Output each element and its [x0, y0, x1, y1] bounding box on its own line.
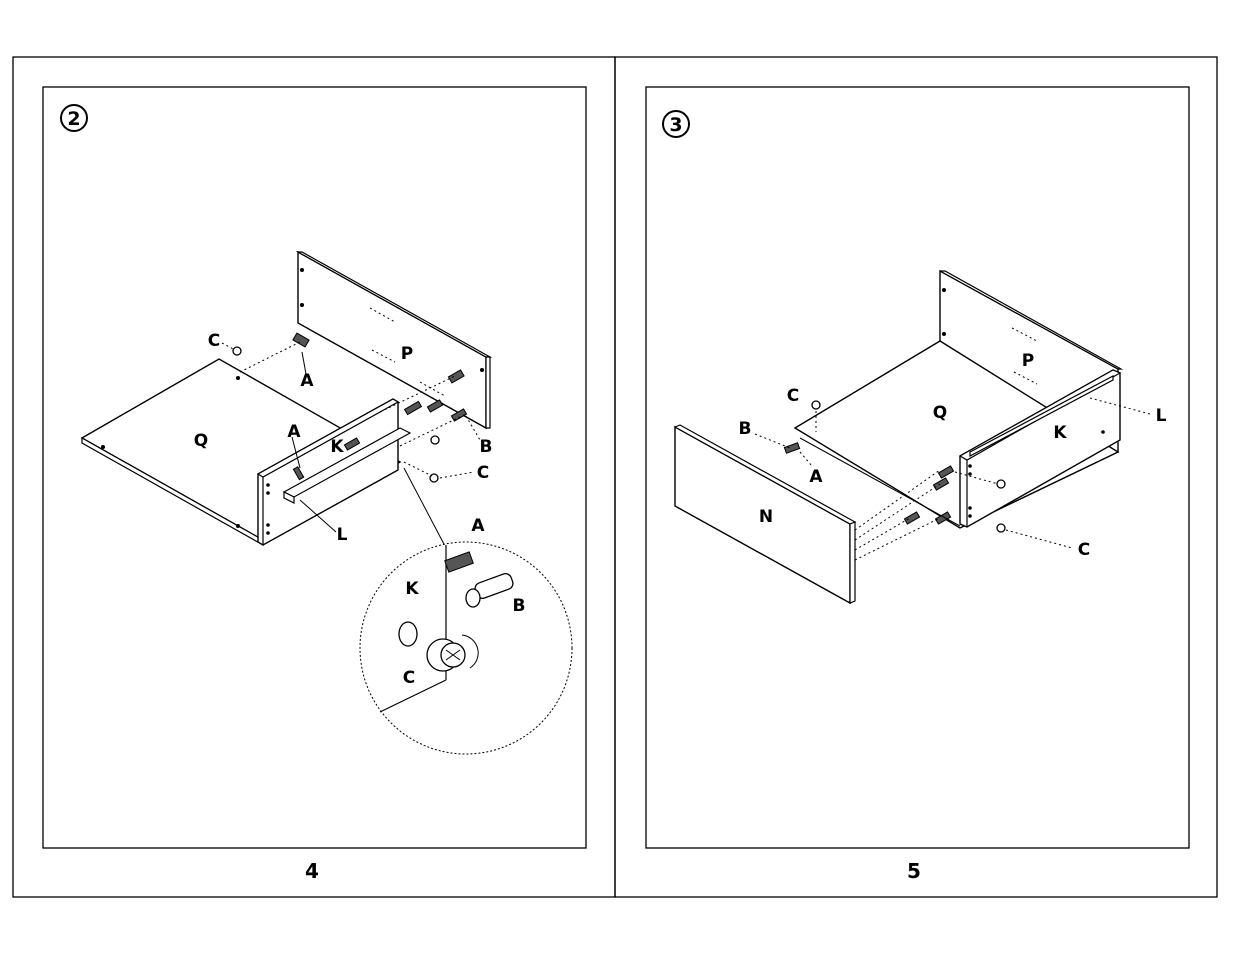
label-k-right: K — [1053, 423, 1067, 443]
right-step-panel: 3 — [646, 87, 1189, 848]
detail-label-k: K — [405, 579, 419, 599]
detail-callout: K A B C — [360, 516, 572, 754]
label-b: B — [480, 437, 493, 457]
right-page-number: 5 — [907, 859, 921, 883]
label-l: L — [337, 525, 348, 545]
label-n: N — [759, 507, 773, 527]
label-c-bottom-right: C — [1078, 540, 1090, 560]
step-2-number: 2 — [67, 108, 80, 130]
detail-label-c: C — [403, 668, 415, 688]
left-page-number: 4 — [305, 859, 319, 883]
label-k: K — [330, 437, 344, 457]
detail-label-a: A — [471, 516, 485, 536]
label-p-right: P — [1022, 351, 1034, 371]
left-step-panel: 2 — [43, 87, 586, 848]
label-p: P — [401, 344, 413, 364]
detail-label-b: B — [513, 596, 526, 616]
label-c-right: C — [477, 463, 489, 483]
step-3-badge: 3 — [663, 111, 689, 137]
label-l-right: L — [1156, 406, 1167, 426]
label-c-top-right: C — [787, 386, 799, 406]
label-b-right: B — [739, 419, 752, 439]
label-a-top: A — [300, 371, 314, 391]
label-q: Q — [194, 431, 208, 451]
step-3-number: 3 — [669, 114, 682, 136]
label-a-mid: A — [287, 422, 301, 442]
label-a-right: A — [809, 467, 823, 487]
label-q-right: Q — [933, 403, 947, 423]
step-2-badge: 2 — [61, 105, 87, 131]
label-c-top: C — [208, 331, 220, 351]
